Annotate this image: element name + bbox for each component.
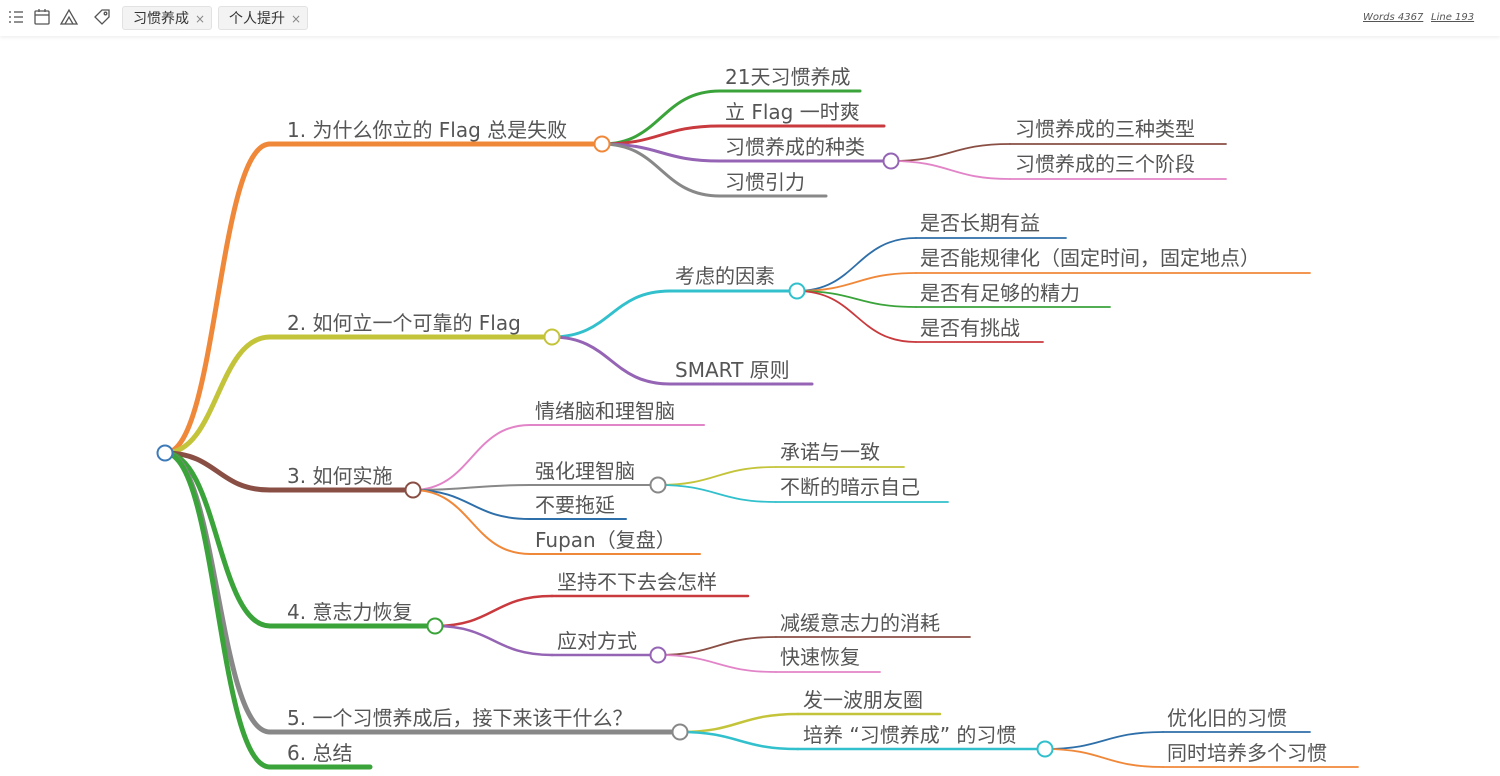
edge-1-4 [600,142,722,198]
node-text-b3-2-2[interactable]: 不断的暗示自己 [780,475,920,499]
node-text-b1-3-2[interactable]: 习惯养成的三个阶段 [1015,152,1195,176]
node-text-b2-1-4[interactable]: 是否有挑战 [920,316,1020,340]
branch-1-edge [162,141,273,456]
tag-chip-habit[interactable]: 习惯养成 × [122,6,213,30]
node-text-b1-4[interactable]: 习惯引力 [725,170,805,194]
node-text-b3-4[interactable]: Fupan（复盘） [535,528,676,552]
edge-3-2 [412,484,531,491]
edge-5-1 [678,712,800,734]
toolbar: 习惯养成 × 个人提升 × Words 4367 Line 193 [0,0,1500,36]
tag-label: 习惯养成 [133,11,189,27]
edge-2-1-4 [796,290,917,343]
tag-label: 个人提升 [229,11,285,27]
node-text-b2-1-1[interactable]: 是否长期有益 [920,211,1040,235]
node-3-2[interactable] [649,476,667,494]
edge-5-2-1 [1044,731,1164,750]
node-text-b5-2-1[interactable]: 优化旧的习惯 [1167,706,1287,730]
edge-2-2 [550,335,672,386]
node-text-b2-1-2[interactable]: 是否能规律化（固定时间，固定地点） [920,246,1260,270]
node-text-b5[interactable]: 5. 一个习惯养成后，接下来该干什么？ [287,706,632,730]
edge-2-1 [550,289,672,339]
branch-3-node[interactable] [404,481,422,499]
outline-icon[interactable] [6,7,26,27]
edge-2-1-3 [796,290,917,308]
branch-4-edge [162,450,273,629]
node-text-b5-1[interactable]: 发一波朋友圈 [803,688,923,712]
node-text-b4-2[interactable]: 应对方式 [557,629,637,653]
branch-4-node[interactable] [426,617,444,635]
node-text-b4-1[interactable]: 坚持不下去会怎样 [557,570,717,594]
node-text-b3[interactable]: 3. 如何实施 [287,464,392,488]
close-icon[interactable]: × [291,12,302,26]
node-text-b2-1[interactable]: 考虑的因素 [675,264,775,288]
edge-5-2-2 [1044,748,1164,768]
branch-5-node[interactable] [671,723,689,741]
edge-2-1-1 [796,237,917,292]
edge-1-1 [600,89,722,146]
calendar-icon[interactable] [32,7,52,27]
edge-5-2 [678,730,800,751]
node-4-2[interactable] [649,646,667,664]
branch-1-node[interactable] [593,135,611,153]
node-text-b1-3[interactable]: 习惯养成的种类 [725,135,865,159]
node-text-b3-2-1[interactable]: 承诺与一致 [780,440,880,464]
node-text-b1-3-1[interactable]: 习惯养成的三种类型 [1015,117,1195,141]
node-text-b3-2[interactable]: 强化理智脑 [535,459,635,483]
node-text-b1[interactable]: 1. 为什么你立的 Flag 总是失败 [287,118,567,142]
tag-chip-growth[interactable]: 个人提升 × [218,6,309,30]
branch-6-edge [162,450,273,770]
edge-3-4 [412,489,531,555]
node-text-b4-2-1[interactable]: 减缓意志力的消耗 [780,611,940,635]
branch-2-edge [162,334,273,456]
node-text-b6[interactable]: 6. 总结 [287,741,352,765]
node-2-1[interactable] [788,282,806,300]
node-text-b1-1[interactable]: 21天习惯养成 [725,65,850,89]
edge-4-2-2 [657,654,777,673]
edge-4-2-1 [657,636,777,656]
edge-4-2 [433,624,554,657]
edge-3-2-2 [657,484,777,503]
branch-5-edge [162,450,273,735]
node-text-b5-2[interactable]: 培养 “习惯养成” 的习惯 [803,723,1016,747]
edge-1-3-1 [890,143,1011,162]
edge-1-3-2 [890,160,1011,180]
node-5-2[interactable] [1036,740,1054,758]
node-text-b2-2[interactable]: SMART 原则 [675,358,790,382]
close-icon[interactable]: × [195,12,206,26]
node-text-b5-2-2[interactable]: 同时培养多个习惯 [1167,741,1327,765]
edge-2-1-2 [796,272,917,292]
node-text-b3-3[interactable]: 不要拖延 [535,493,615,517]
mountain-icon[interactable] [59,7,79,27]
node-text-b4-2-2[interactable]: 快速恢复 [780,645,860,669]
node-text-b1-2[interactable]: 立 Flag 一时爽 [725,100,860,124]
branch-2-node[interactable] [543,328,561,346]
edge-3-1 [412,424,531,491]
edge-3-2-1 [657,466,777,486]
node-text-b4[interactable]: 4. 意志力恢复 [287,600,412,624]
line-count[interactable]: Line 193 [1431,12,1475,23]
root-node[interactable] [156,444,174,462]
branch-3-edge [162,450,273,493]
node-text-b3-1[interactable]: 情绪脑和理智脑 [535,399,675,423]
tag-icon[interactable] [92,7,112,27]
edge-4-1 [433,594,554,628]
node-text-b2[interactable]: 2. 如何立一个可靠的 Flag [287,311,521,335]
edge-3-3 [412,489,531,520]
word-count[interactable]: Words 4367 [1363,12,1424,23]
node-text-b2-1-3[interactable]: 是否有足够的精力 [920,281,1080,305]
node-1-3[interactable] [882,152,900,170]
